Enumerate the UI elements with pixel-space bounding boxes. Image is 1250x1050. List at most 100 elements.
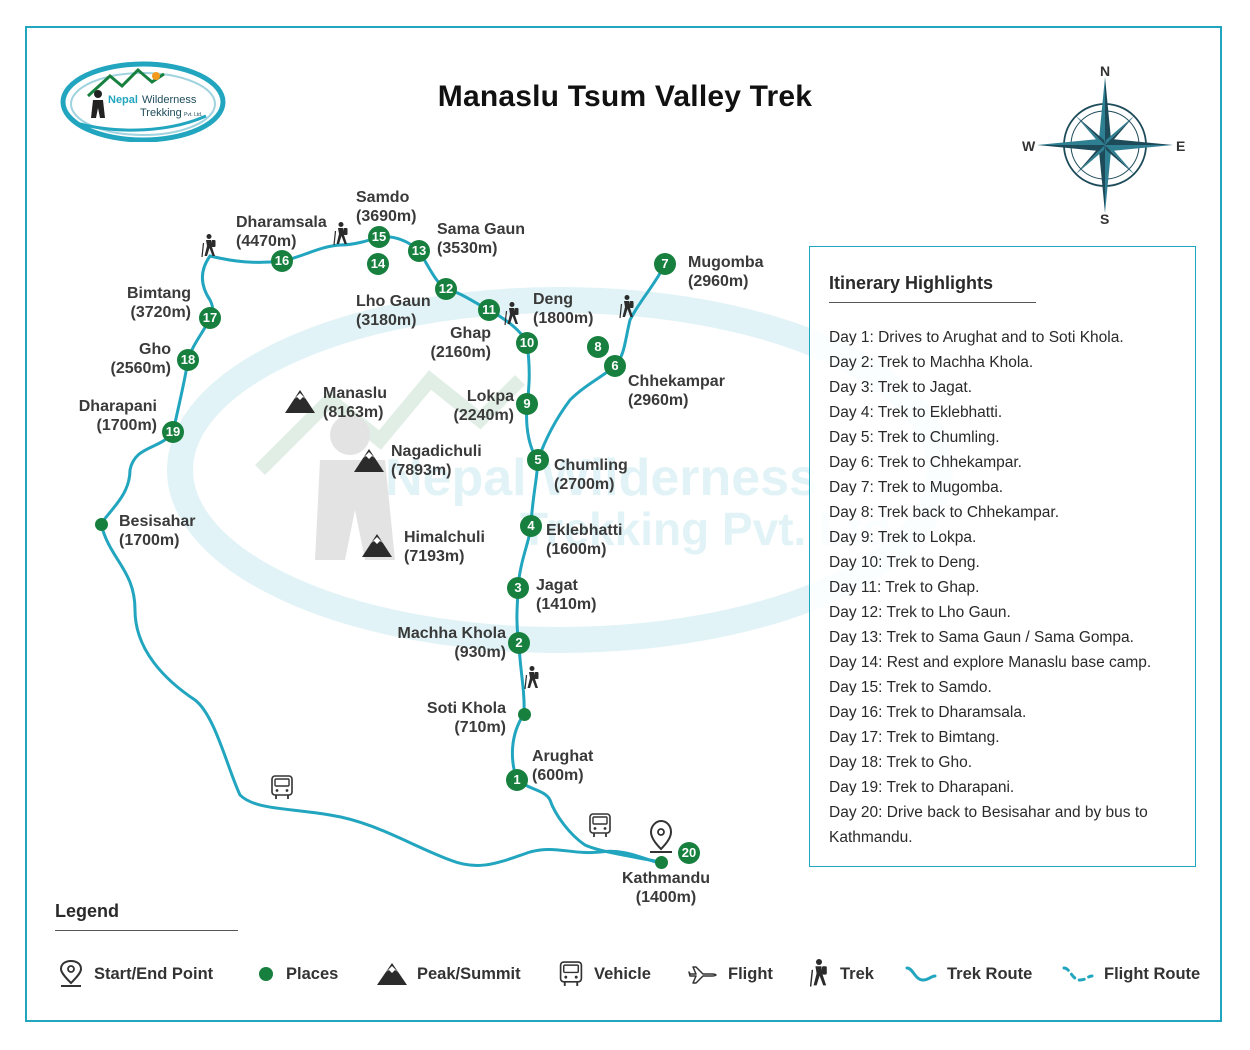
compass-north: N — [1100, 63, 1111, 79]
place-dot-kathmandu — [654, 855, 668, 869]
stop-marker-1: 1 — [506, 769, 528, 791]
legend-divider — [55, 930, 238, 931]
place-dot-icon — [259, 967, 273, 981]
itinerary-item: Day 17: Trek to Bimtang. — [829, 729, 1000, 746]
stop-marker-14: 14 — [367, 253, 389, 275]
place-label-eklebhatti: Eklebhatti(1600m) — [546, 522, 623, 558]
stop-marker-5: 5 — [527, 449, 549, 471]
itinerary-divider — [829, 302, 1036, 303]
itinerary-item: Day 18: Trek to Gho. — [829, 754, 973, 771]
itinerary-item: Day 8: Trek back to Chhekampar. — [829, 504, 1060, 521]
bus-icon — [271, 775, 293, 800]
place-label-lokpa: Lokpa(2240m) — [453, 388, 514, 424]
itinerary-item: Day 16: Trek to Dharamsala. — [829, 704, 1027, 721]
stop-marker-3: 3 — [507, 577, 529, 599]
place-dot-besisahar — [94, 517, 108, 531]
stop-marker-13: 13 — [408, 240, 430, 262]
logo-text-trekking: Trekking — [140, 107, 182, 119]
legend-label: Peak/Summit — [417, 964, 521, 983]
itinerary-item: Day 5: Trek to Chumling. — [829, 429, 1000, 446]
legend-vehicle: Vehicle — [558, 961, 651, 986]
compass-west: W — [1022, 138, 1036, 154]
trek-icon — [524, 665, 540, 690]
logo-emblem: Nepal Wilderness Trekking Pvt. Ltd. — [60, 61, 226, 143]
watermark-text-1: Nepal Wilderness — [385, 449, 818, 507]
place-label-machha-khola: Machha Khola(930m) — [397, 625, 506, 661]
stop-marker-9: 9 — [516, 393, 538, 415]
company-logo: Nepal Wilderness Trekking Pvt. Ltd. — [60, 56, 226, 143]
itinerary-item: Day 19: Trek to Dharapani. — [829, 779, 1015, 796]
place-label-dharapani: Dharapani(1700m) — [78, 398, 157, 434]
stop-marker-16: 16 — [271, 250, 293, 272]
stop-marker-7: 7 — [654, 253, 676, 275]
place-label-bimtang: Bimtang(3720m) — [127, 285, 191, 321]
itinerary-item: Day 13: Trek to Sama Gaun / Sama Gompa. — [829, 629, 1134, 646]
page-title: Manaslu Tsum Valley Trek — [437, 80, 813, 113]
itinerary-item: Day 15: Trek to Samdo. — [829, 679, 992, 696]
place-label-samdo: Samdo(3690m) — [356, 189, 417, 225]
trek-route-line-icon — [905, 966, 937, 982]
stop-marker-10: 10 — [516, 332, 538, 354]
peak-icon-manaslu — [285, 390, 315, 413]
stop-marker-2: 2 — [508, 632, 530, 654]
legend-label: Start/End Point — [94, 964, 214, 983]
place-label-chumling: Chumling(2700m) — [554, 457, 628, 493]
bus-icon — [589, 813, 611, 838]
logo-text-nepal: Nepal — [108, 94, 138, 106]
stop-marker-11: 11 — [478, 299, 500, 321]
place-label-deng: Deng(1800m) — [533, 291, 594, 327]
legend-label: Vehicle — [594, 964, 651, 983]
peak-icon — [377, 963, 407, 985]
place-label-soti-khola: Soti Khola(710m) — [426, 700, 506, 736]
place-label-ghap: Ghap(2160m) — [430, 325, 491, 361]
itinerary-item: Day 9: Trek to Lokpa. — [829, 529, 977, 546]
trek-icon — [809, 959, 827, 987]
legend-label: Trek Route — [947, 964, 1033, 983]
legend-flight: Flight — [688, 962, 773, 986]
legend-flight-route: Flight Route — [1062, 962, 1200, 986]
itinerary-item: Day 11: Trek to Ghap. — [829, 579, 980, 596]
itinerary-title: Itinerary Highlights — [829, 273, 994, 293]
stop-marker-18: 18 — [177, 349, 199, 371]
legend-trek-route: Trek Route — [905, 962, 1032, 986]
itinerary-item: Day 7: Trek to Mugomba. — [829, 479, 1004, 496]
itinerary-item: Day 6: Trek to Chhekampar. — [829, 454, 1022, 471]
place-label-mugomba: Mugomba(2960m) — [688, 254, 764, 290]
itinerary-item: Day 20: Drive back to Besisahar and by b… — [829, 804, 1148, 846]
stop-marker-19: 19 — [162, 421, 184, 443]
compass-rose-icon — [1037, 77, 1173, 213]
route-besisahar-kathmandu — [99, 522, 662, 867]
bus-icon — [559, 961, 583, 986]
itinerary-item: Day 14: Rest and explore Manaslu base ca… — [829, 654, 1152, 671]
peak-label-himalchuli: Himalchuli(7193m) — [404, 529, 485, 565]
logo-text-wilderness: Wilderness — [142, 94, 197, 106]
compass-south: S — [1100, 211, 1110, 227]
airplane-icon — [688, 966, 717, 984]
itinerary-item: Day 2: Trek to Machha Khola. — [829, 354, 1034, 371]
place-label-arughat: Arughat(600m) — [532, 748, 594, 784]
stop-marker-17: 17 — [199, 307, 221, 329]
place-label-lho-gaun: Lho Gaun(3180m) — [356, 293, 431, 329]
pin-icon — [59, 960, 83, 987]
place-dot-soti-khola — [517, 707, 531, 721]
start-end-pin-icon — [649, 819, 673, 853]
legend-peak: Peak/Summit — [377, 962, 521, 986]
peak-label-nagadichuli: Nagadichuli(7893m) — [391, 443, 482, 479]
place-label-jagat: Jagat(1410m) — [536, 577, 597, 613]
stop-marker-15: 15 — [368, 226, 390, 248]
peak-label-manaslu: Manaslu(8163m) — [323, 385, 388, 421]
legend-title: Legend — [55, 901, 120, 921]
place-label-gho: Gho(2560m) — [110, 341, 171, 377]
place-label-besisahar: Besisahar(1700m) — [119, 513, 196, 549]
legend-label: Places — [286, 964, 339, 983]
compass-east: E — [1176, 138, 1186, 154]
stop-marker-4: 4 — [520, 515, 542, 537]
itinerary-item: Day 3: Trek to Jagat. — [829, 379, 973, 396]
place-label-kathmandu: Kathmandu(1400m) — [622, 870, 710, 906]
place-label-sama-gaun: Sama Gaun(3530m) — [437, 221, 526, 257]
place-label-dharamsala: Dharamsala(4470m) — [236, 214, 327, 250]
legend-trek: Trek — [808, 959, 874, 987]
legend-label: Flight Route — [1104, 964, 1201, 983]
legend-label: Trek — [840, 964, 874, 983]
legend-start-end: Start/End Point — [58, 960, 214, 987]
